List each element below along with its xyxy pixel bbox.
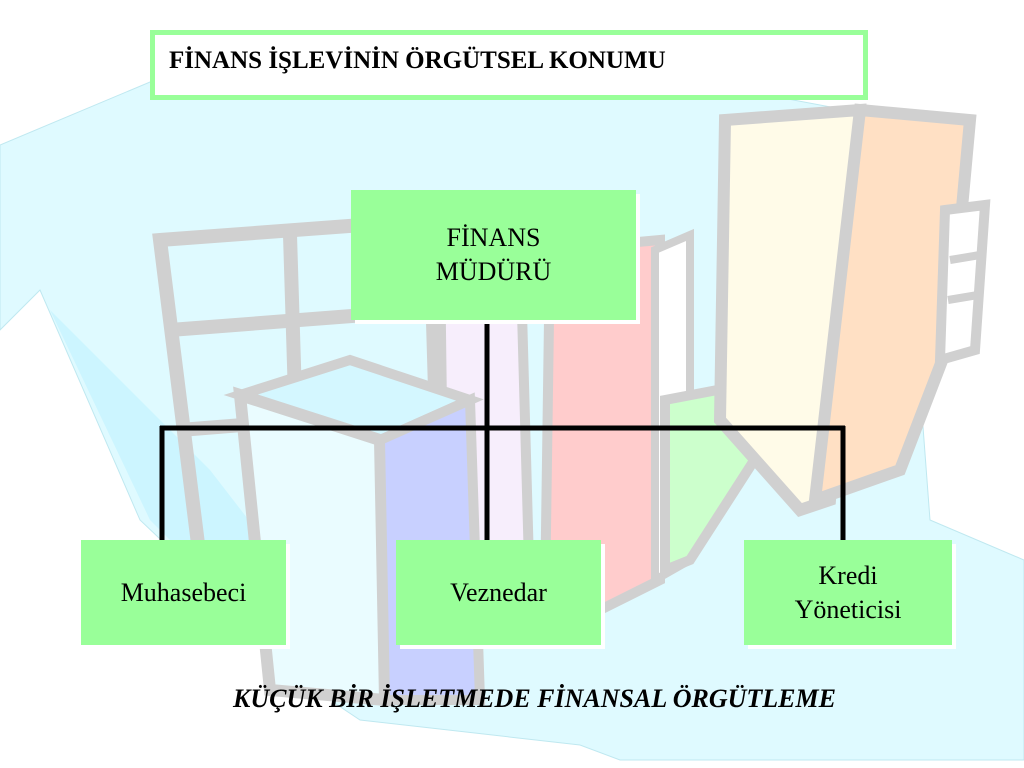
- node-label: Kredi: [818, 560, 878, 590]
- node-finans-muduru: FİNANS MÜDÜRÜ: [351, 190, 636, 320]
- node-kredi-yoneticisi: Kredi Yöneticisi: [744, 540, 952, 645]
- title-box: FİNANS İŞLEVİNİN ÖRGÜTSEL KONUMU: [150, 30, 868, 100]
- node-label: Veznedar: [450, 577, 547, 607]
- slide-title: FİNANS İŞLEVİNİN ÖRGÜTSEL KONUMU: [169, 47, 666, 74]
- node-label: Muhasebeci: [120, 577, 247, 607]
- node-label: MÜDÜRÜ: [435, 257, 552, 286]
- node-muhasebeci: Muhasebeci: [81, 540, 286, 645]
- node-label: Yöneticisi: [794, 594, 902, 624]
- node-veznedar: Veznedar: [396, 540, 601, 645]
- diagram-caption: KÜÇÜK BİR İŞLETMEDE FİNANSAL ÖRGÜTLEME: [233, 684, 836, 713]
- node-label: FİNANS: [446, 223, 541, 252]
